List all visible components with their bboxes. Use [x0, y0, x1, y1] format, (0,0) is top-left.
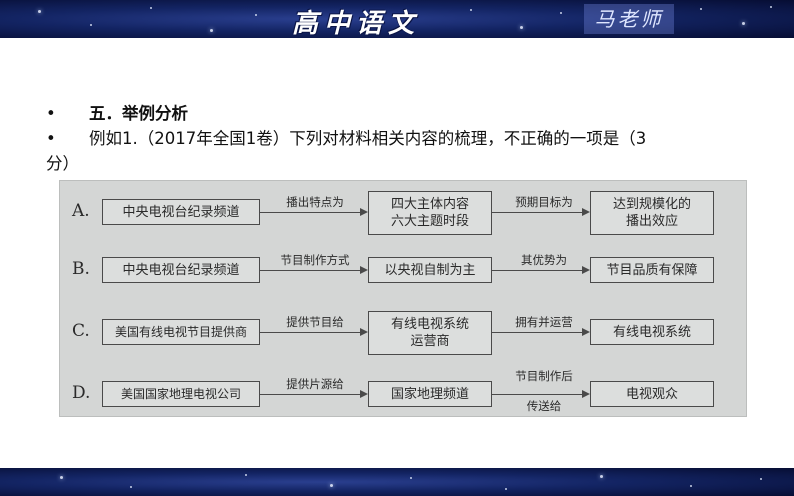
bullet: • [46, 104, 56, 123]
option-a-row: A. 中央电视台纪录频道 播出特点为 四大主体内容 六大主题时段 预期目标为 达… [60, 187, 746, 235]
flow-box-source: 美国有线电视节目提供商 [102, 319, 260, 345]
arrow-icon [260, 266, 368, 274]
flow-box-middle: 四大主体内容 六大主题时段 [368, 191, 492, 235]
flow-label: 预期目标为 [515, 195, 573, 209]
option-c-row: C. 美国有线电视节目提供商 提供节目给 有线电视系统 运营商 拥有并运营 有线… [60, 305, 746, 355]
box-line: 运营商 [410, 334, 450, 349]
option-letter: B. [72, 259, 90, 279]
flow-label: 拥有并运营 [515, 315, 573, 329]
box-line: 有线电视系统 [390, 317, 469, 332]
flow-box-result: 达到规模化的 播出效应 [590, 191, 714, 235]
flow-box-source: 中央电视台纪录频道 [102, 257, 260, 283]
arrow-icon [492, 208, 590, 216]
question-line: • 例如1.（2017年全国1卷）下列对材料相关内容的梳理，不正确的一项是（3 [46, 126, 756, 151]
question-text: 例如1.（2017年全国1卷）下列对材料相关内容的梳理，不正确的一项是（3 [89, 129, 647, 148]
box-line: 播出效应 [625, 214, 678, 229]
option-d-row: D. 美国国家地理电视公司 提供片源给 国家地理频道 节目制作后 传送给 电视观… [60, 367, 746, 415]
flow-label: 其优势为 [521, 253, 567, 267]
arrow-icon [260, 328, 368, 336]
question-text-continued: 分） [46, 154, 79, 173]
flow-box-source: 美国国家地理电视公司 [102, 381, 260, 407]
arrow-icon [492, 266, 590, 274]
flow-box-middle: 以央视自制为主 [368, 257, 492, 283]
flow-label: 节目制作方式 [280, 253, 350, 267]
flow-label: 播出特点为 [286, 195, 344, 209]
box-line: 四大主体内容 [390, 197, 469, 212]
flow-box-result: 有线电视系统 [590, 319, 714, 345]
option-b-row: B. 中央电视台纪录频道 节目制作方式 以央视自制为主 其优势为 节目品质有保障 [60, 249, 746, 297]
flow-label: 节目制作后 [515, 369, 573, 383]
flow-label: 提供片源给 [286, 377, 344, 391]
option-letter: A. [72, 201, 90, 221]
flow-box-middle: 国家地理频道 [368, 381, 492, 407]
flow-label: 传送给 [526, 399, 562, 413]
footer-banner [0, 468, 794, 496]
header-banner: 高中语文 马老师 [0, 0, 794, 38]
option-letter: C. [72, 321, 90, 341]
flow-box-middle: 有线电视系统 运营商 [368, 311, 492, 355]
arrow-icon [492, 390, 590, 398]
arrow-icon [492, 328, 590, 336]
flow-label: 提供节目给 [286, 315, 344, 329]
section-heading: • 五．举例分析 [46, 101, 756, 126]
flow-box-source: 中央电视台纪录频道 [102, 199, 260, 225]
flow-box-result: 电视观众 [590, 381, 714, 407]
bullet: • [46, 129, 56, 148]
box-line: 六大主题时段 [390, 214, 469, 229]
option-letter: D. [72, 383, 91, 403]
flowchart-figure: A. 中央电视台纪录频道 播出特点为 四大主体内容 六大主题时段 预期目标为 达… [59, 180, 747, 417]
flow-box-result: 节目品质有保障 [590, 257, 714, 283]
section-title: 五．举例分析 [89, 104, 188, 123]
teacher-badge: 马老师 [584, 4, 674, 34]
arrow-icon [260, 390, 368, 398]
box-line: 达到规模化的 [612, 197, 691, 212]
slide-content: • 五．举例分析 • 例如1.（2017年全国1卷）下列对材料相关内容的梳理，不… [46, 101, 756, 176]
arrow-icon [260, 208, 368, 216]
subject-title: 高中语文 [292, 9, 421, 38]
